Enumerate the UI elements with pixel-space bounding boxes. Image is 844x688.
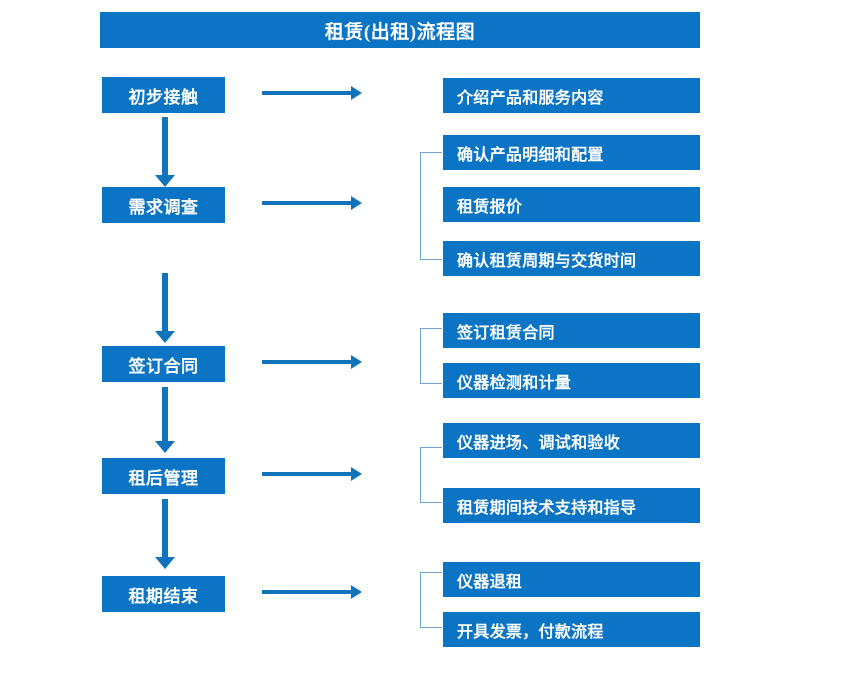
arrow-head: [351, 467, 362, 481]
arrow-head: [351, 355, 362, 369]
detail-box-5-1[interactable]: 仪器退租: [443, 562, 700, 597]
stage-box-2[interactable]: 需求调查: [102, 187, 225, 223]
arrow-right-4: [262, 467, 362, 481]
group-bracket-3: [420, 328, 442, 384]
detail-box-4-2[interactable]: 租赁期间技术支持和指导: [443, 488, 700, 523]
arrow-shaft: [262, 590, 351, 594]
arrow-shaft: [162, 273, 168, 331]
arrow-shaft: [162, 117, 168, 175]
detail-box-2-2[interactable]: 租赁报价: [443, 187, 700, 222]
arrow-down-1: [155, 117, 175, 187]
arrow-head: [155, 331, 175, 343]
group-bracket-4: [420, 447, 442, 503]
arrow-shaft: [262, 91, 351, 95]
arrow-shaft: [262, 360, 351, 364]
stage-box-4[interactable]: 租后管理: [102, 458, 225, 494]
detail-box-3-2[interactable]: 仪器检测和计量: [443, 363, 700, 398]
group-bracket-5: [420, 572, 442, 628]
arrow-down-2: [155, 273, 175, 343]
arrow-head: [155, 441, 175, 453]
detail-box-2-1[interactable]: 确认产品明细和配置: [443, 135, 700, 170]
detail-box-4-1[interactable]: 仪器进场、调试和验收: [443, 423, 700, 458]
stage-box-3[interactable]: 签订合同: [102, 346, 225, 382]
arrow-head: [351, 86, 362, 100]
detail-box-1-1[interactable]: 介绍产品和服务内容: [443, 78, 700, 113]
arrow-right-2: [262, 196, 362, 210]
group-bracket-2: [420, 152, 442, 260]
arrow-shaft: [162, 387, 168, 441]
arrow-right-5: [262, 585, 362, 599]
arrow-head: [351, 585, 362, 599]
detail-box-5-2[interactable]: 开具发票，付款流程: [443, 612, 700, 647]
arrow-down-3: [155, 387, 175, 453]
arrow-head: [351, 196, 362, 210]
arrow-shaft: [262, 472, 351, 476]
stage-box-1[interactable]: 初步接触: [102, 77, 225, 113]
arrow-shaft: [262, 201, 351, 205]
arrow-shaft: [162, 499, 168, 557]
detail-box-3-1[interactable]: 签订租赁合同: [443, 313, 700, 348]
arrow-down-4: [155, 499, 175, 569]
stage-box-5[interactable]: 租期结束: [102, 576, 225, 612]
arrow-head: [155, 557, 175, 569]
arrow-right-1: [262, 86, 362, 100]
detail-box-2-3[interactable]: 确认租赁周期与交货时间: [443, 241, 700, 276]
arrow-head: [155, 175, 175, 187]
page-title: 租赁(出租)流程图: [100, 12, 700, 48]
arrow-right-3: [262, 355, 362, 369]
